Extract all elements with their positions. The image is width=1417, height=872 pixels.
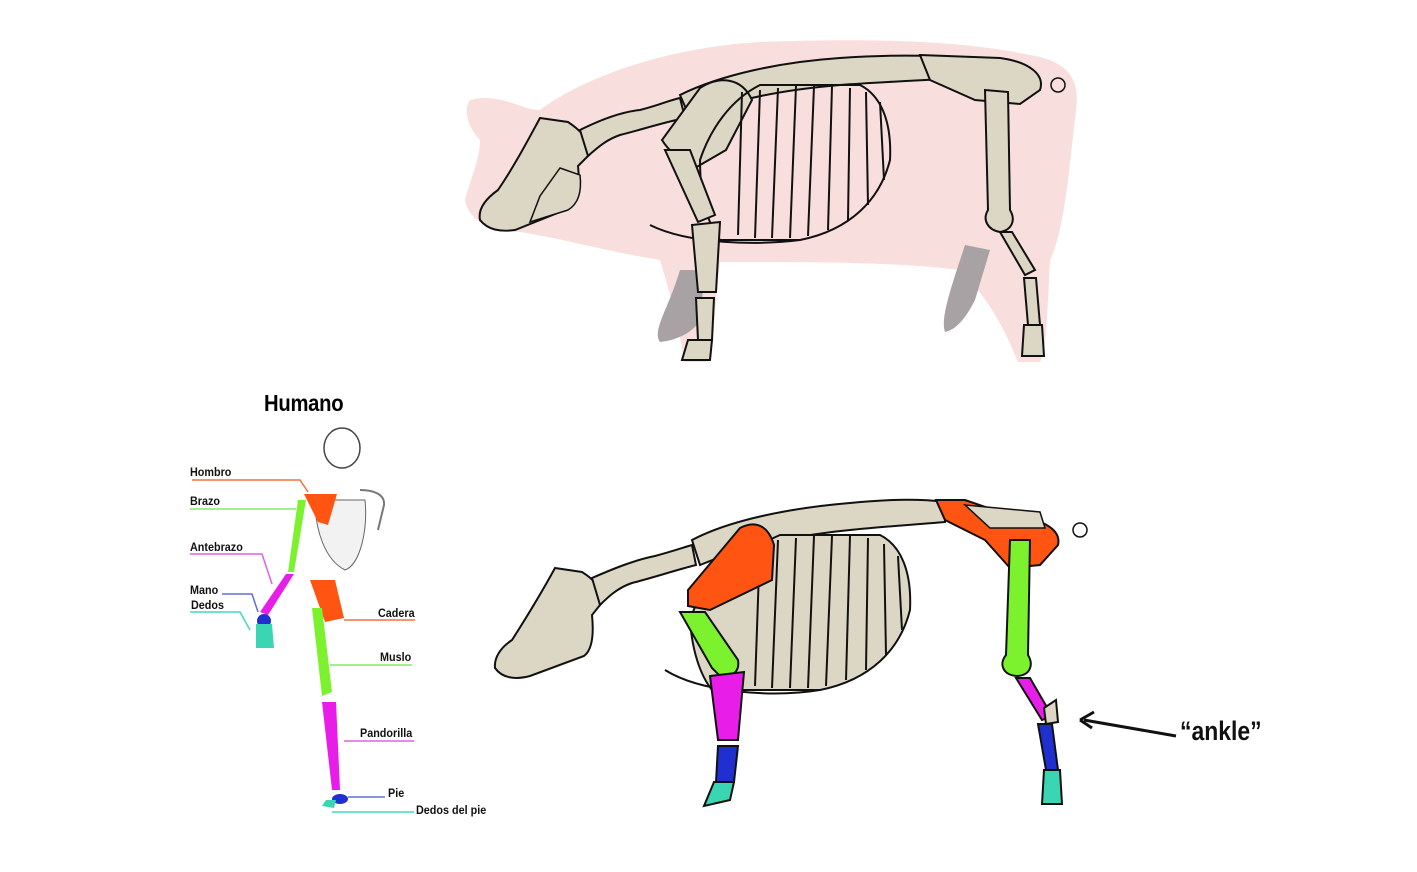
- label-brazo: Brazo: [190, 494, 221, 508]
- pig2-front-toes-fingers: [702, 781, 736, 808]
- pig-hind-hoof: [1020, 324, 1046, 357]
- human-other-arm: [359, 489, 386, 531]
- pig2-sacrum: [962, 504, 1047, 529]
- pig2-tail: [1072, 522, 1088, 538]
- pig-jaw: [528, 167, 582, 224]
- label-cadera: Cadera: [378, 606, 415, 620]
- pig2-ankle-calcaneus: [1042, 698, 1060, 726]
- pig-tibia: [998, 231, 1037, 277]
- pig2-neck: [590, 543, 698, 607]
- human-title: Humano: [264, 390, 344, 416]
- pig-tail: [1050, 77, 1066, 93]
- label-antebrazo: Antebrazo: [190, 540, 243, 554]
- label-pie: Pie: [388, 786, 405, 800]
- human-foot: [332, 794, 348, 804]
- human-calf: [322, 702, 340, 790]
- label-dedos: Dedos: [191, 598, 225, 612]
- human-thigh: [312, 608, 332, 696]
- pig2-radius-forearm: [708, 670, 746, 741]
- label-mano: Mano: [190, 583, 219, 597]
- leader-lines: [190, 479, 415, 813]
- ankle-arrowhead-icon: [1079, 710, 1095, 730]
- human-toes: [322, 800, 336, 808]
- label-hombro: Hombro: [190, 465, 232, 479]
- label-pandorilla: Pandorilla: [360, 726, 413, 740]
- pig-far-hindleg-shadow: [943, 245, 990, 332]
- human-shoulder: [304, 494, 337, 525]
- label-dedos-del-pie: Dedos del pie: [416, 803, 487, 817]
- human-skull: [323, 427, 361, 469]
- pig-front-hoof: [680, 339, 714, 361]
- human-fingers: [256, 624, 274, 648]
- pig-humerus: [663, 149, 717, 224]
- human-arm: [288, 500, 306, 572]
- human-forearm: [260, 574, 294, 615]
- pig2-femur-thigh: [1001, 539, 1032, 678]
- pig-far-leg-shadow: [657, 270, 705, 342]
- ankle-annotation: “ankle”: [1180, 716, 1262, 746]
- human-hip: [310, 580, 344, 622]
- label-muslo: Muslo: [380, 650, 412, 664]
- pig-scapula: [660, 79, 754, 170]
- ankle-arrow-icon: [1083, 718, 1177, 738]
- pig-radius: [690, 220, 722, 293]
- pig2-scapula-shoulder: [687, 523, 776, 612]
- pig2-hind-toes: [1040, 769, 1064, 805]
